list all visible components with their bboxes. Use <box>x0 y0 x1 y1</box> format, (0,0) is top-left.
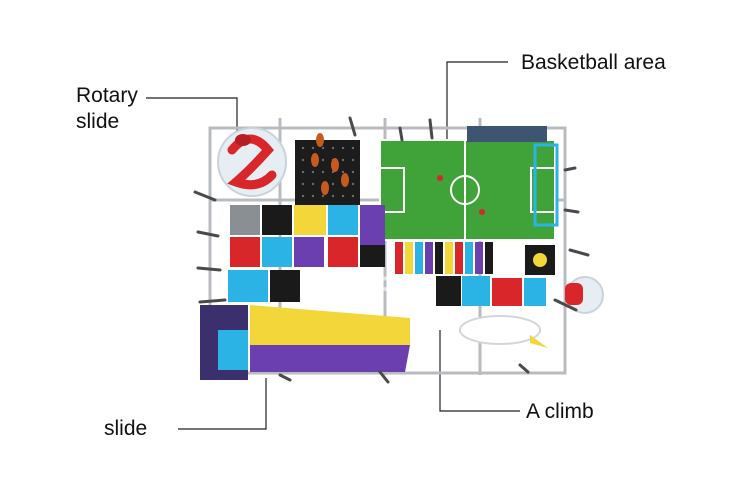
brand-watermark: EPARK <box>300 270 427 308</box>
pole-rods <box>193 116 590 384</box>
rotary-slide <box>217 127 287 197</box>
play-structure <box>193 116 604 384</box>
white-sculpture <box>459 315 548 348</box>
climb-stripes <box>395 242 493 274</box>
color-panels-row <box>228 205 555 306</box>
side-bubble <box>565 276 604 314</box>
basketball-area-leader <box>446 61 508 140</box>
basketball-field <box>379 126 559 241</box>
slide-label: slide <box>104 417 148 440</box>
a-climb-label: A climb <box>526 400 594 423</box>
rotary-slide-label-line2: slide <box>76 110 120 133</box>
basketball-area-label: Basketball area <box>521 51 666 74</box>
rotary-slide-label: Rotary slide <box>76 83 138 135</box>
slide-leader <box>178 378 267 430</box>
a-climb-leader <box>439 330 520 412</box>
net-wall <box>295 133 360 205</box>
rotary-slide-label-line1: Rotary <box>76 84 138 107</box>
slides <box>200 305 410 380</box>
